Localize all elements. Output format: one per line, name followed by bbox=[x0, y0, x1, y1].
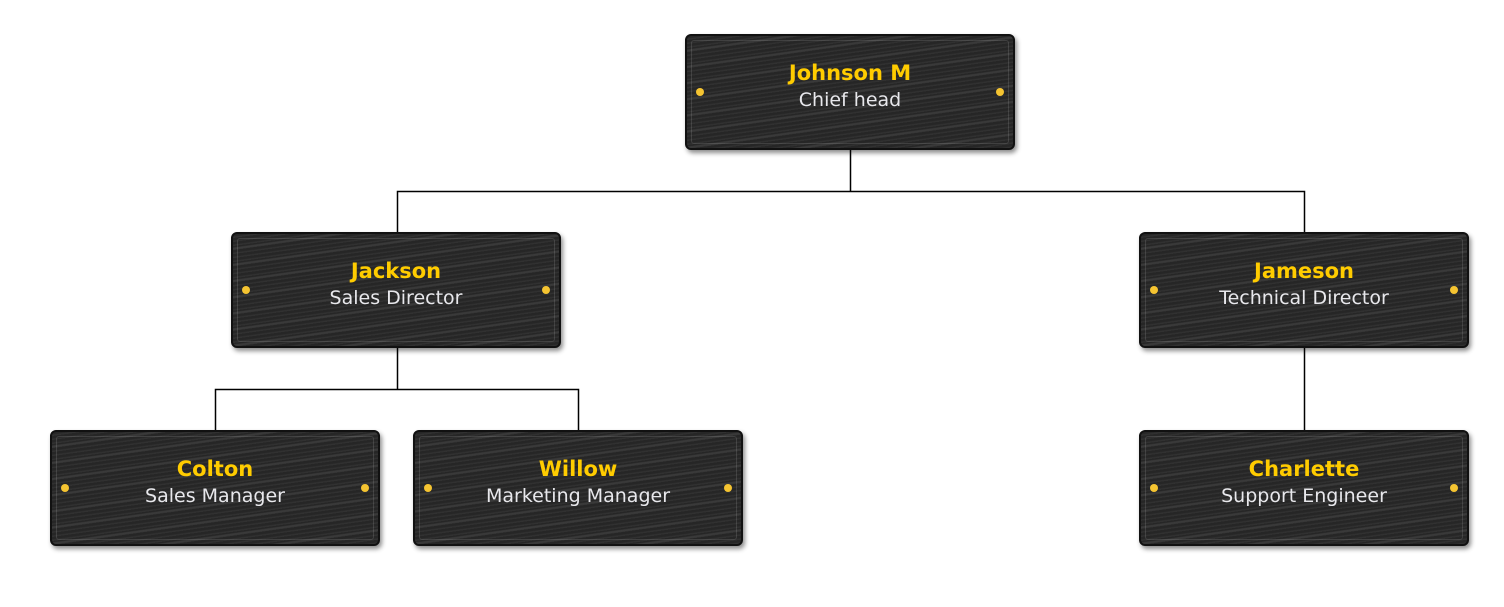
connector-johnson-children bbox=[396, 150, 1306, 233]
node-name: Johnson M bbox=[788, 61, 912, 85]
node-colton[interactable]: Colton Sales Manager bbox=[50, 430, 380, 546]
node-title: Chief head bbox=[798, 89, 902, 111]
node-willow[interactable]: Willow Marketing Manager bbox=[413, 430, 743, 546]
connection-dot-left bbox=[242, 286, 250, 294]
node-title: Sales Manager bbox=[145, 485, 285, 507]
node-title: Marketing Manager bbox=[485, 485, 671, 507]
node-title: Sales Director bbox=[329, 287, 463, 309]
connection-dot-left bbox=[424, 484, 432, 492]
node-charlette[interactable]: Charlette Support Engineer bbox=[1139, 430, 1469, 546]
connection-dot-left bbox=[696, 88, 704, 96]
node-jackson[interactable]: Jackson Sales Director bbox=[231, 232, 561, 348]
node-johnson[interactable]: Johnson M Chief head bbox=[685, 34, 1015, 150]
node-name: Willow bbox=[538, 457, 618, 481]
connection-dot-right bbox=[542, 286, 550, 294]
connection-dot-right bbox=[724, 484, 732, 492]
connection-dot-right bbox=[1450, 484, 1458, 492]
node-jameson[interactable]: Jameson Technical Director bbox=[1139, 232, 1469, 348]
connection-dot-right bbox=[361, 484, 369, 492]
node-title: Support Engineer bbox=[1221, 485, 1387, 507]
node-name: Jackson bbox=[350, 259, 442, 283]
node-name: Charlette bbox=[1248, 457, 1360, 481]
connection-dot-right bbox=[1450, 286, 1458, 294]
connection-dot-right bbox=[996, 88, 1004, 96]
node-title: Technical Director bbox=[1219, 287, 1389, 309]
connection-dot-left bbox=[1150, 286, 1158, 294]
connection-dot-left bbox=[61, 484, 69, 492]
node-name: Jameson bbox=[1254, 259, 1354, 283]
connection-dot-left bbox=[1150, 484, 1158, 492]
node-name: Colton bbox=[176, 457, 254, 481]
connector-jackson-children bbox=[214, 348, 580, 431]
